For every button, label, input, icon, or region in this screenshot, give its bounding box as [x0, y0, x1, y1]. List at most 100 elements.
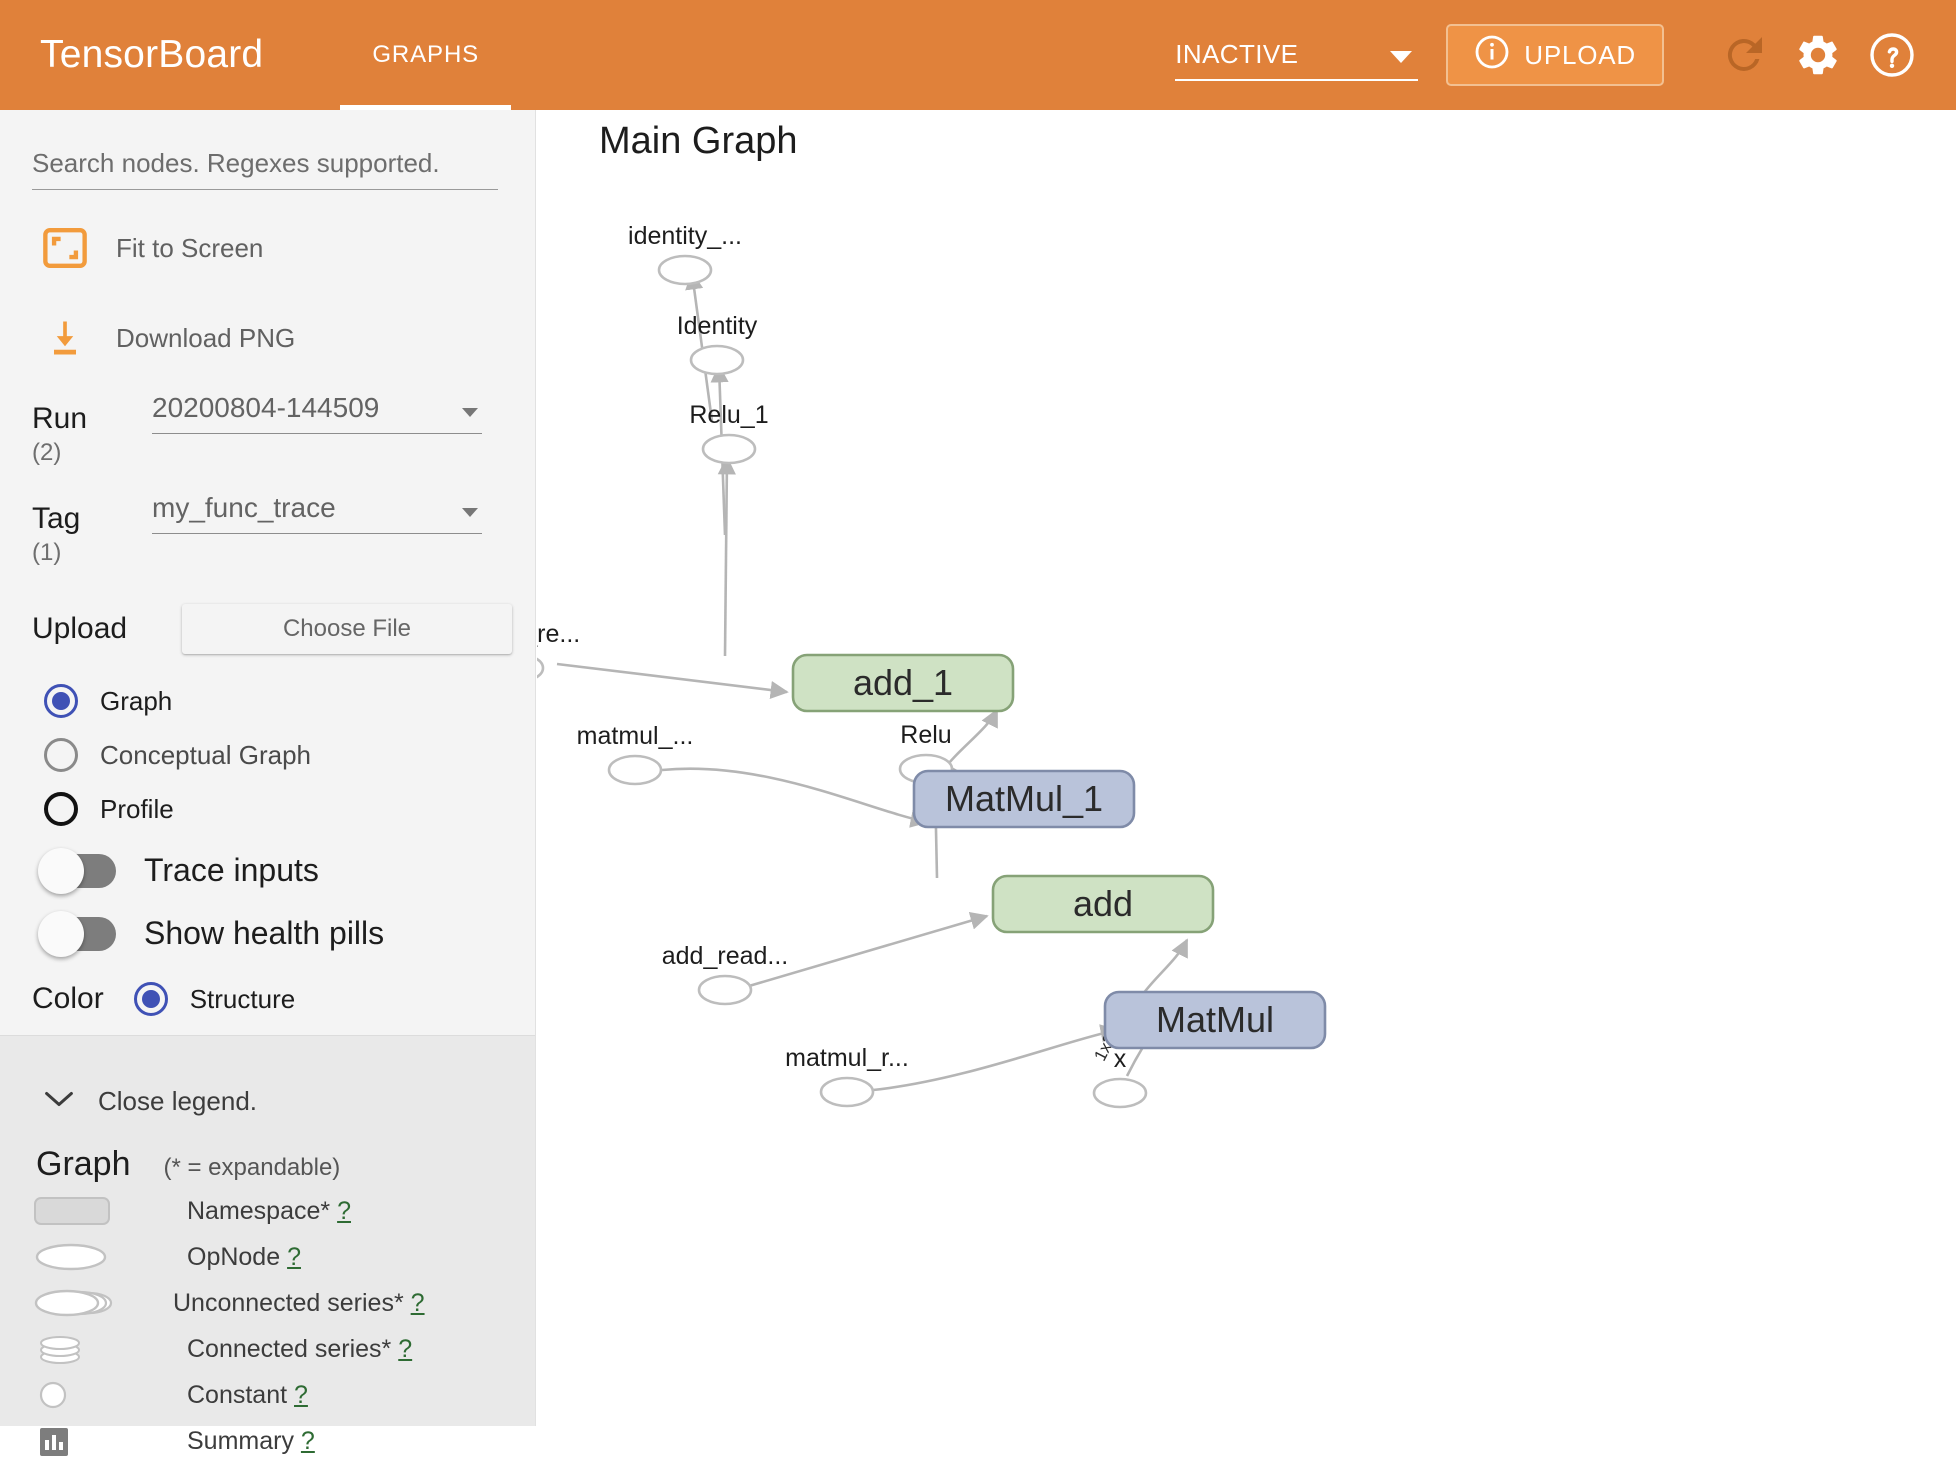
- toggle-show-health-pills[interactable]: Show health pills: [38, 910, 535, 957]
- op-node-identity[interactable]: Identity: [677, 312, 758, 376]
- legend-label-opnode: OpNode: [187, 1242, 281, 1271]
- edge-matmul-to-add: [1141, 938, 1189, 995]
- legend-item-namespace: Namespace* ?: [34, 1192, 535, 1230]
- legend-help-namespace[interactable]: ?: [337, 1196, 351, 1225]
- refresh-icon[interactable]: [1716, 27, 1772, 83]
- op-node-label: x: [1114, 1045, 1127, 1073]
- group-node-add[interactable]: add: [991, 874, 1215, 934]
- close-legend-button[interactable]: Close legend.: [42, 1086, 535, 1117]
- fit-to-screen-action[interactable]: Fit to Screen: [32, 216, 535, 280]
- op-node-add-read[interactable]: add_read...: [662, 942, 789, 1006]
- tab-graphs-label: GRAPHS: [372, 41, 480, 68]
- choose-file-button[interactable]: Choose File: [182, 604, 512, 654]
- radio-profile[interactable]: Profile: [44, 792, 535, 826]
- toggle-show-health-pills-switch: [38, 910, 116, 957]
- tab-graphs[interactable]: GRAPHS: [340, 0, 511, 110]
- sidebar-controls: Fit to Screen Download PNG Run (2) 2020: [0, 148, 535, 1073]
- legend-help-unconnected-series[interactable]: ?: [410, 1288, 425, 1317]
- run-status-select[interactable]: INACTIVE: [1175, 29, 1419, 81]
- tag-select[interactable]: my_func_trace: [152, 492, 482, 534]
- chevron-down-icon: [1390, 51, 1413, 63]
- group-node-matmul-1[interactable]: MatMul_1: [912, 769, 1136, 829]
- run-select[interactable]: 20200804-144509: [152, 392, 482, 434]
- search-row: [32, 148, 498, 190]
- gear-icon[interactable]: [1790, 27, 1846, 83]
- op-node-label: Relu: [900, 721, 951, 749]
- run-status-value: INACTIVE: [1175, 38, 1299, 69]
- graph-group-nodes: add_1 MatMul_1 add MatMul: [791, 653, 1327, 1050]
- upload-button[interactable]: UPLOAD: [1446, 24, 1664, 86]
- opnode-swatch-icon: [34, 1242, 124, 1272]
- tag-label-group: Tag (1): [32, 492, 122, 570]
- radio-profile-label: Profile: [100, 793, 174, 824]
- op-node-relu-1[interactable]: Relu_1: [689, 401, 769, 465]
- op-node-label: Relu_1: [689, 401, 768, 429]
- radio-graph-label: Graph: [100, 685, 173, 716]
- edge-add1read-to-add1: [556, 662, 789, 700]
- header-tabs: GRAPHS: [340, 0, 511, 110]
- op-node-label: add_read...: [662, 942, 789, 970]
- op-node-label: matmul_r...: [785, 1044, 909, 1072]
- summary-swatch-icon: [34, 1425, 124, 1457]
- op-node-label: add_1_re...: [537, 620, 580, 648]
- legend-item-connected-series: Connected series* ?: [34, 1330, 535, 1368]
- legend-subtitle: (* = expandable): [163, 1154, 341, 1181]
- sidebar: Fit to Screen Download PNG Run (2) 2020: [0, 110, 536, 1456]
- op-node-matmul-1-read[interactable]: matmul_...: [577, 722, 694, 786]
- op-node-matmul-read[interactable]: matmul_r...: [785, 1044, 909, 1108]
- op-node-x[interactable]: x: [1092, 1045, 1148, 1109]
- legend-item-summary: Summary ?: [34, 1422, 535, 1460]
- chevron-down-icon: [42, 1088, 76, 1115]
- op-node-add-1-read[interactable]: add_1_re...: [537, 620, 580, 682]
- help-icon[interactable]: [1864, 27, 1920, 83]
- radio-graph-indicator: [44, 684, 78, 718]
- legend-item-opnode: OpNode ?: [34, 1238, 535, 1276]
- radio-conceptual-graph[interactable]: Conceptual Graph: [44, 738, 535, 772]
- legend-help-constant[interactable]: ?: [294, 1380, 308, 1409]
- group-node-add-1[interactable]: add_1: [791, 653, 1015, 713]
- radio-graph[interactable]: Graph: [44, 684, 535, 718]
- legend-label-namespace: Namespace*: [187, 1196, 331, 1225]
- tag-count: (1): [32, 539, 62, 566]
- header-right-controls: INACTIVE UPLOAD: [1175, 24, 1956, 86]
- legend-label-summary: Summary: [187, 1426, 294, 1455]
- app-body: Fit to Screen Download PNG Run (2) 2020: [0, 110, 1956, 1456]
- run-label-group: Run (2): [32, 392, 122, 470]
- legend-title-row: Graph (* = expandable): [36, 1145, 535, 1184]
- fit-to-screen-icon: [32, 228, 98, 268]
- legend-panel: Close legend. Graph (* = expandable) Nam…: [0, 1035, 535, 1456]
- group-node-label: MatMul_1: [945, 778, 1103, 819]
- chevron-down-icon: [462, 508, 478, 517]
- toggle-trace-inputs[interactable]: Trace inputs: [38, 847, 535, 894]
- radio-structure-indicator[interactable]: [133, 982, 168, 1016]
- toggle-trace-inputs-switch: [38, 847, 116, 894]
- op-node-identity-out[interactable]: identity_...: [628, 222, 742, 286]
- group-node-label: add_1: [853, 662, 953, 703]
- legend-help-connected-series[interactable]: ?: [398, 1334, 413, 1363]
- upload-label: Upload: [32, 612, 128, 645]
- legend-help-opnode[interactable]: ?: [287, 1242, 301, 1271]
- download-png-action[interactable]: Download PNG: [32, 306, 535, 370]
- info-circle-icon: [1474, 34, 1510, 77]
- search-input[interactable]: [32, 148, 498, 190]
- legend-help-summary[interactable]: ?: [300, 1426, 315, 1455]
- graph-svg: identity_... Identity Relu_1 add_1_re...…: [537, 222, 1327, 1109]
- group-node-label: add: [1073, 883, 1133, 924]
- graph-op-nodes: identity_... Identity Relu_1 add_1_re...…: [537, 222, 1148, 1109]
- upload-button-label: UPLOAD: [1524, 39, 1636, 70]
- app-header: TensorBoard GRAPHS INACTIVE UPLOAD: [0, 0, 1956, 110]
- radio-profile-indicator: [44, 792, 78, 826]
- graph-canvas[interactable]: Main Graph: [537, 110, 1956, 1426]
- chevron-down-icon: [462, 408, 478, 417]
- fit-to-screen-label: Fit to Screen: [116, 232, 264, 263]
- group-node-matmul[interactable]: MatMul: [1103, 990, 1327, 1050]
- run-label: Run: [32, 402, 88, 435]
- legend-title: Graph: [36, 1145, 131, 1183]
- legend-label-unconnected-series: Unconnected series*: [173, 1288, 404, 1317]
- constant-swatch-icon: [34, 1380, 124, 1410]
- tag-field: Tag (1) my_func_trace: [32, 492, 535, 570]
- color-label: Color: [32, 982, 104, 1015]
- edge-matmulread-to-matmul: [872, 1024, 1119, 1092]
- run-select-value: 20200804-144509: [152, 392, 380, 423]
- toggle-show-health-pills-label: Show health pills: [144, 915, 385, 951]
